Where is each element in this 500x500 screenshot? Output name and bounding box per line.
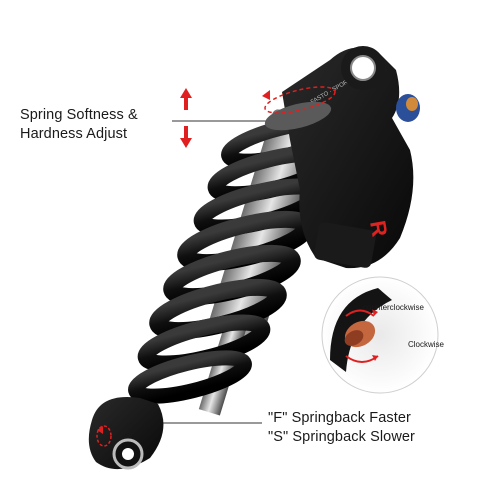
lower-eyelet bbox=[88, 396, 164, 470]
rebound-line2: "S" Springback Slower bbox=[268, 429, 415, 445]
svg-text:R: R bbox=[365, 219, 392, 239]
rebound-label: "F" Springback Faster "S" Springback Slo… bbox=[268, 409, 415, 447]
spring-adjust-label: Spring Softness & Hardness Adjust bbox=[20, 106, 138, 144]
preload-collar bbox=[262, 86, 336, 131]
knob-detail-inset bbox=[321, 276, 439, 394]
spring-adjust-line2: Hardness Adjust bbox=[20, 126, 128, 142]
top-eyelet bbox=[341, 46, 385, 90]
up-down-arrow-icon bbox=[180, 88, 192, 148]
rebound-line1: "F" Springback Faster bbox=[268, 410, 411, 426]
spring-adjust-line1: Spring Softness & bbox=[20, 107, 138, 123]
counterclockwise-label: counterclockwise bbox=[363, 303, 424, 312]
clockwise-label: Clockwise bbox=[408, 340, 445, 349]
blue-adjust-knob-icon bbox=[396, 94, 420, 122]
